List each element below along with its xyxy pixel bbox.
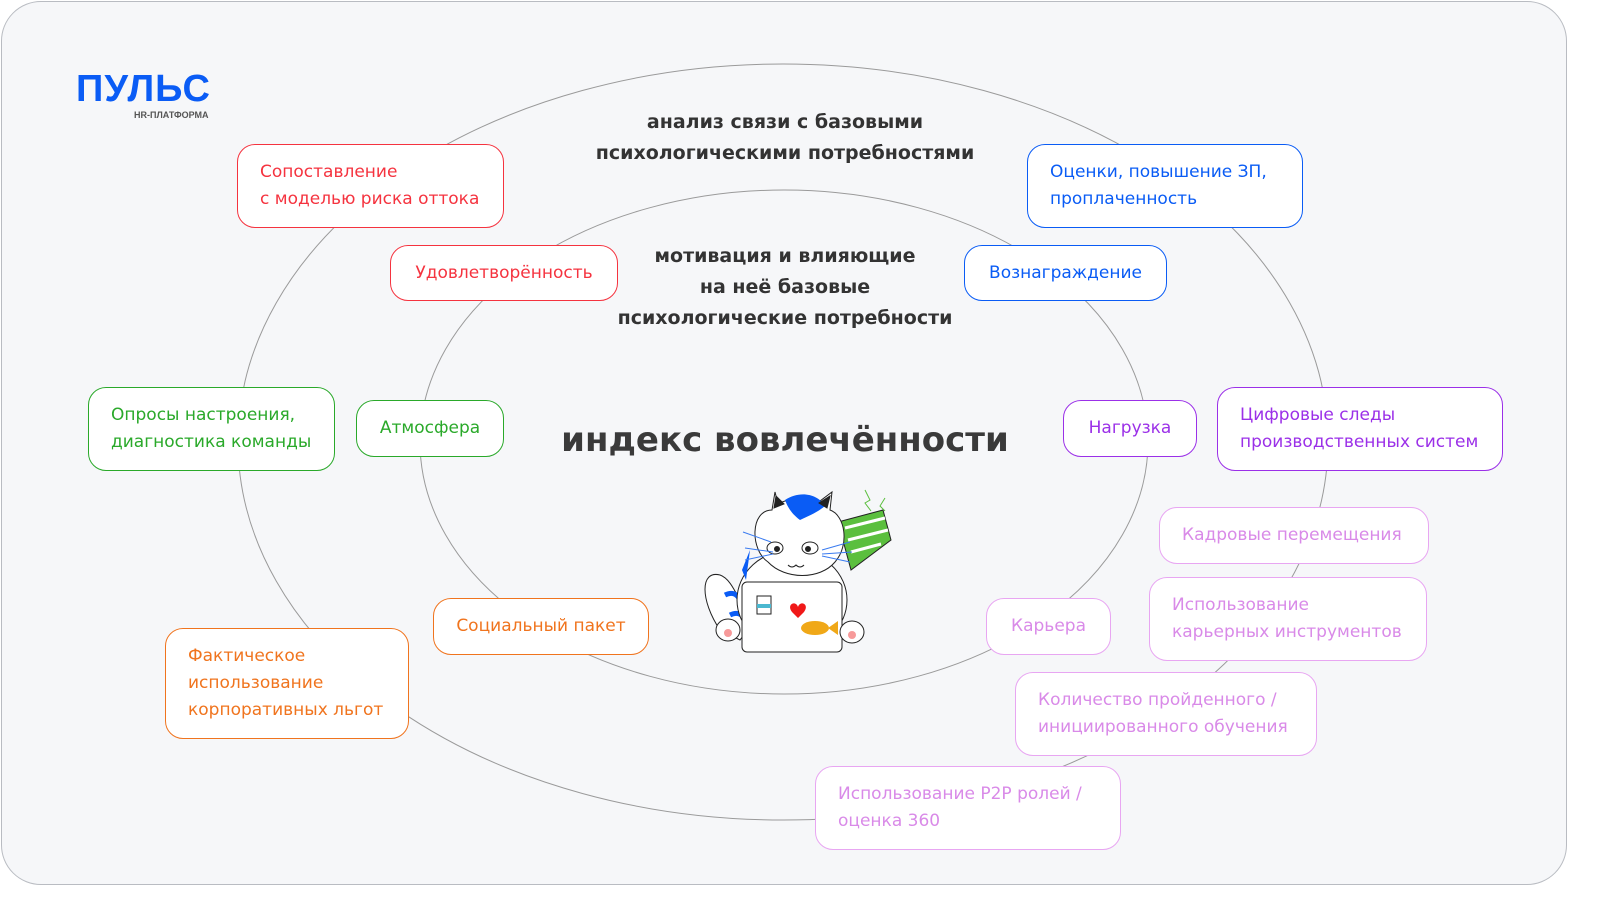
- box-text-line: корпоративных льгот: [188, 700, 384, 720]
- box-text-line: проплаченность: [1050, 189, 1198, 209]
- box-social-package: Социальный пакет: [433, 598, 649, 655]
- cat-illustration: [704, 489, 892, 653]
- box-workload: Нагрузка: [1063, 400, 1197, 457]
- box-benefits: Фактическое использование корпоративных ль…: [165, 628, 409, 739]
- box-ratings: Оценки, повышение ЗП, проплаченность: [1027, 144, 1303, 228]
- box-text-line: инициированного обучения: [1038, 717, 1288, 737]
- box-career: Карьера: [986, 598, 1111, 655]
- box-training: Количество пройденного / инициированного …: [1015, 672, 1317, 756]
- box-text-line: психологическими потребностями: [595, 142, 975, 164]
- box-text-line: с моделью риска оттока: [260, 189, 480, 209]
- box-p2p: Использование P2P ролей / оценка 360: [815, 766, 1121, 850]
- logo: ПУЛЬС HR-ПЛАТФОРМА: [76, 70, 236, 120]
- center-title-wrap: индекс вовлечённости: [500, 420, 1070, 460]
- box-atmosphere: Атмосфера: [356, 400, 504, 457]
- box-text-line: анализ связи с базовыми: [646, 111, 924, 133]
- box-reward: Вознаграждение: [964, 245, 1167, 301]
- box-text-line: Социальный пакет: [456, 616, 626, 636]
- box-text-line: Нагрузка: [1088, 418, 1172, 438]
- box-text-line: Удовлетворённость: [415, 262, 593, 283]
- box-text-line: Использование P2P ролей /: [838, 784, 1082, 804]
- box-text-line: Вознаграждение: [989, 262, 1142, 283]
- center-title: индекс вовлечённости: [561, 420, 1009, 460]
- box-text-line: Опросы настроения,: [111, 405, 296, 425]
- box-text-line: Количество пройденного /: [1038, 690, 1277, 710]
- box-surveys: Опросы настроения, диагностика команды: [88, 387, 335, 471]
- box-satisfaction: Удовлетворённость: [390, 245, 618, 301]
- box-text-line: мотивация и влияющие: [654, 245, 916, 267]
- box-text-line: Сопоставление: [260, 162, 398, 182]
- box-career-tools: Использование карьерных инструментов: [1149, 577, 1427, 661]
- box-transfers: Кадровые перемещения: [1159, 507, 1429, 564]
- logo-main: ПУЛЬС: [76, 68, 211, 110]
- inner-ring-label: мотивация и влияющие на неё базовые психол…: [580, 241, 990, 334]
- box-text-line: на неё базовые: [699, 276, 871, 298]
- box-text-line: оценка 360: [838, 811, 941, 831]
- box-text-line: Использование: [1172, 595, 1309, 615]
- box-text-line: Атмосфера: [379, 418, 481, 438]
- box-digital-traces: Цифровые следы производственных систем: [1217, 387, 1503, 471]
- logo-sub: HR-ПЛАТФОРМА: [134, 110, 209, 120]
- box-text-line: Карьера: [1011, 616, 1086, 636]
- box-text-line: Оценки, повышение ЗП,: [1050, 162, 1267, 182]
- box-text-line: использование: [188, 673, 324, 693]
- box-text-line: диагностика команды: [111, 432, 312, 452]
- outer-ring-label: анализ связи с базовыми психологическими …: [560, 107, 1010, 169]
- box-text-line: Цифровые следы: [1240, 405, 1396, 425]
- box-text-line: карьерных инструментов: [1172, 622, 1402, 642]
- box-text-line: психологические потребности: [617, 307, 953, 329]
- box-text-line: Фактическое: [188, 646, 306, 666]
- box-text-line: производственных систем: [1240, 432, 1479, 452]
- box-text-line: Кадровые перемещения: [1182, 525, 1402, 545]
- box-churn: Сопоставление с моделью риска оттока: [237, 144, 504, 228]
